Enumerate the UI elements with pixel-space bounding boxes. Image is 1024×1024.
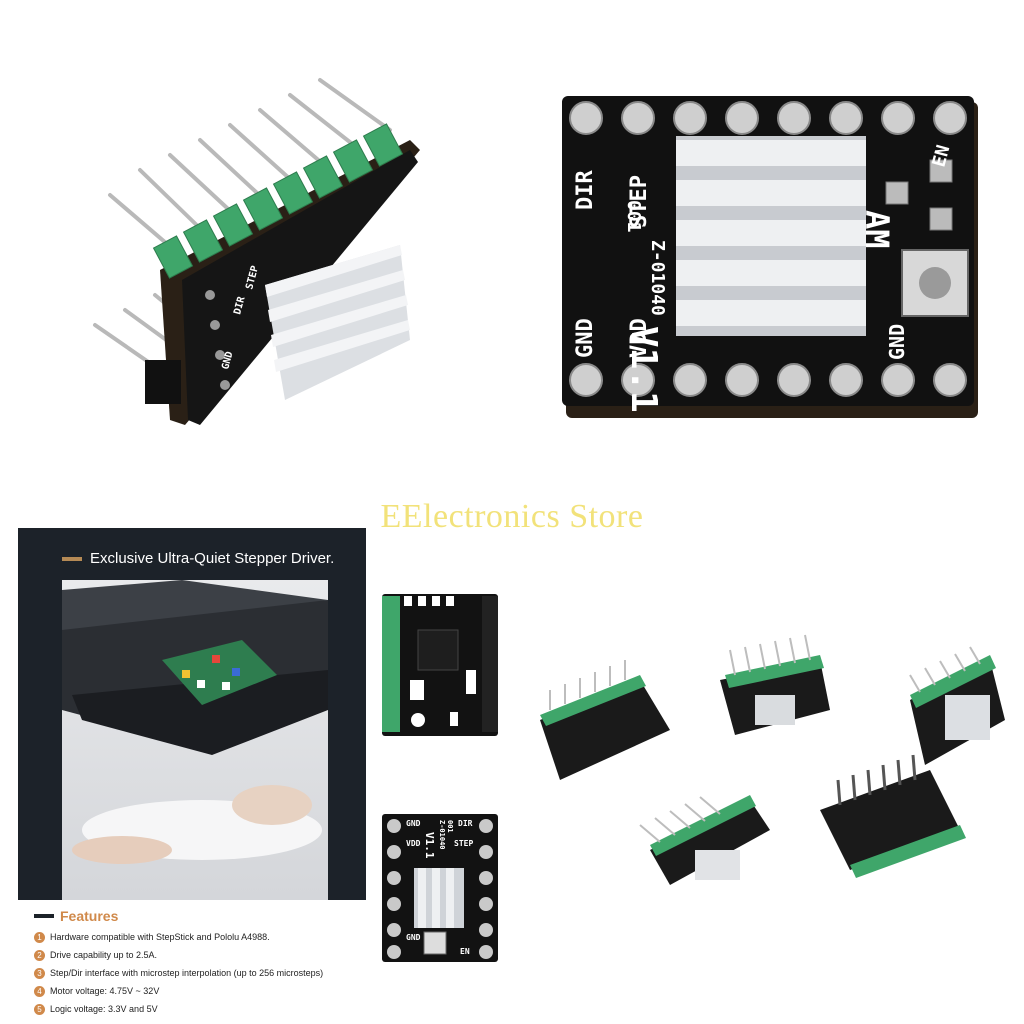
driver-board-top-view-photo: DIR STEP GND VDD V1.1 Z-01040 001 AM EN … xyxy=(562,96,978,418)
feature-text: Drive capability up to 2.5A. xyxy=(50,950,158,960)
features-list: 1 Hardware compatible with StepStick and … xyxy=(34,930,374,1016)
top-board-label-gnd-right: GND xyxy=(885,324,909,360)
small-board-label-dir: DIR xyxy=(458,819,473,828)
features-section: Features 1 Hardware compatible with StepS… xyxy=(34,908,374,1016)
top-board-side-letters: AM xyxy=(858,210,896,249)
small-board-label-gnd-bottom: GND xyxy=(406,933,421,942)
promo-dash-icon xyxy=(62,556,82,561)
small-board-version: V1.1 xyxy=(423,832,436,859)
feature-item: 2 Drive capability up to 2.5A. xyxy=(34,948,374,962)
feature-text: Hardware compatible with StepStick and P… xyxy=(50,932,270,942)
top-board-version: V1.1 xyxy=(623,326,664,413)
features-title: Features xyxy=(60,908,119,924)
top-board-serial: 001 xyxy=(623,200,644,233)
driver-board-heatsink-side-photo: GND DIR VDD STEP GND EN V1.1 Z-01040 001 xyxy=(382,814,498,962)
small-board-label-gnd: GND xyxy=(406,819,421,828)
small-board-part-code: Z-01040 xyxy=(438,820,446,850)
promo-title-row: Exclusive Ultra-Quiet Stepper Driver. xyxy=(62,550,334,567)
features-header: Features xyxy=(34,908,374,924)
group-board-3 xyxy=(909,646,1005,765)
top-board-label-gnd: GND xyxy=(573,318,598,358)
angled-board-label-dir: DIR xyxy=(232,295,248,316)
driver-board-chip-side-photo xyxy=(382,594,498,736)
store-watermark: EElectronics Store xyxy=(380,498,644,535)
feature-item: 4 Motor voltage: 4.75V ~ 32V xyxy=(34,984,374,998)
small-board-label-step: STEP xyxy=(454,839,473,848)
top-board-label-dir: DIR xyxy=(573,170,598,210)
group-board-5 xyxy=(820,754,966,878)
top-board-label-vdd: VDD xyxy=(627,318,652,358)
small-board-serial: 001 xyxy=(446,820,454,833)
driver-board-angled-photo: GND DIR STEP xyxy=(93,78,420,425)
feature-item: 3 Step/Dir interface with microstep inter… xyxy=(34,966,374,980)
group-board-1 xyxy=(540,660,670,780)
group-board-4 xyxy=(639,795,770,885)
feature-text: Step/Dir interface with microstep interp… xyxy=(50,968,324,978)
promo-title: Exclusive Ultra-Quiet Stepper Driver. xyxy=(90,550,335,567)
driver-board-group-photo xyxy=(540,634,1005,885)
small-board-label-en: EN xyxy=(460,947,470,956)
top-board-part-code: Z-01040 xyxy=(647,240,668,316)
feature-number-icon: 2 xyxy=(34,949,45,961)
feature-number-icon: 1 xyxy=(34,931,45,943)
group-board-2 xyxy=(720,634,830,735)
printer-bedroom-photo xyxy=(62,580,328,900)
feature-number-icon: 5 xyxy=(34,1003,45,1015)
feature-number-icon: 4 xyxy=(34,985,45,997)
feature-item: 1 Hardware compatible with StepStick and … xyxy=(34,930,374,944)
angled-board-pads xyxy=(205,290,230,390)
feature-text: Logic voltage: 3.3V and 5V xyxy=(50,1004,158,1014)
angled-board-label-gnd: GND xyxy=(220,350,235,370)
feature-number-icon: 3 xyxy=(34,967,45,979)
features-dash-icon xyxy=(34,914,54,918)
small-board-label-vdd: VDD xyxy=(406,839,421,848)
feature-item: 5 Logic voltage: 3.3V and 5V xyxy=(34,1002,374,1016)
feature-text: Motor voltage: 4.75V ~ 32V xyxy=(50,986,160,996)
top-board-label-step: STEP xyxy=(627,175,652,228)
promo-panel: Exclusive Ultra-Quiet Stepper Driver. xyxy=(18,528,366,900)
